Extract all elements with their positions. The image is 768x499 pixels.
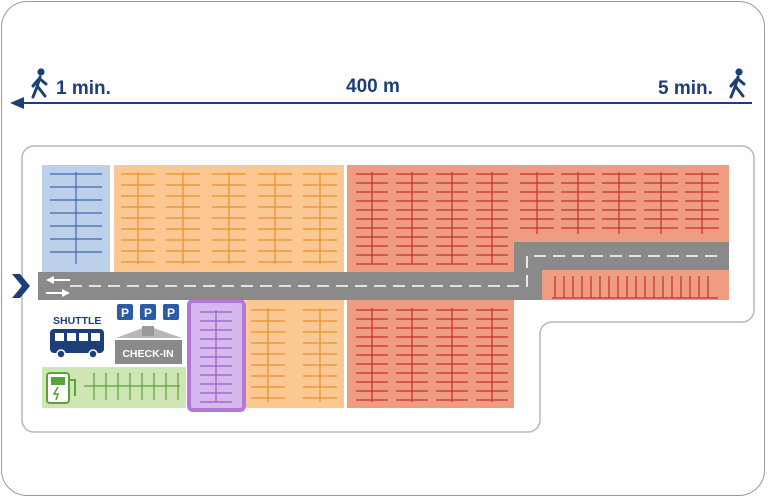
stalls-green [84, 373, 180, 400]
bus-icon [50, 329, 104, 359]
entry-chevron-icon[interactable] [12, 274, 30, 298]
direction-arrows-icon [46, 276, 70, 297]
stalls-purple [200, 310, 232, 403]
walk-time-right-label: 5 min. [658, 78, 713, 99]
road [38, 242, 729, 300]
parking-sign-icon: P [140, 304, 156, 320]
stalls-blue [50, 172, 102, 264]
shuttle-label: SHUTTLE [53, 315, 101, 327]
check-in-building-icon [115, 326, 182, 364]
stalls-orange [121, 172, 337, 402]
pedestrian-icon [729, 68, 746, 99]
svg-text:P: P [144, 306, 152, 320]
walk-time-left-label: 1 min. [56, 78, 111, 99]
ev-charger-icon [46, 372, 76, 404]
distance-label: 400 m [346, 76, 400, 97]
parking-sign-icon: P [163, 304, 179, 320]
zone-red-bottom [347, 300, 514, 408]
distance-arrow [10, 97, 752, 109]
pedestrian-icon [31, 68, 48, 99]
stalls-red [356, 172, 719, 402]
parking-sign-icon: P [117, 304, 133, 320]
check-in-label: CHECK-IN [122, 348, 173, 360]
svg-text:P: P [167, 306, 175, 320]
svg-text:P: P [121, 306, 129, 320]
